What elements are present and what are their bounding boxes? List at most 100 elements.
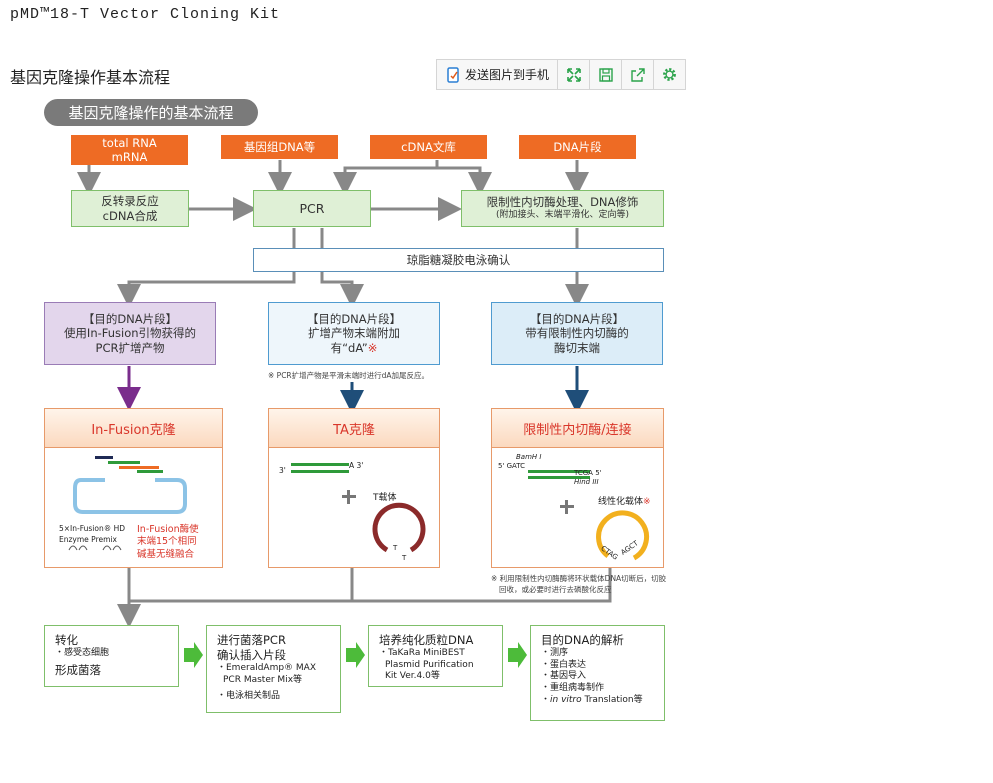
t-vector-label: T载体 (373, 493, 397, 503)
restriction-footnote-1: ※ 利用限制性内切酶酶将环状载体DNA切断后，切胶 (491, 574, 667, 583)
step4-item-3: ・基因导入 (541, 671, 587, 682)
step4-item-4: ・重组病毒制作 (541, 683, 605, 693)
restriction-footnote: ※ 利用限制性内切酶酶将环状载体DNA切断后，切胶 回收，或必要时进行去磷酸化反… (491, 573, 666, 595)
linear-vector-text: 线性化载体 (598, 497, 644, 507)
infusion-illustration (68, 456, 187, 551)
ta-title: TA克隆 (269, 409, 439, 448)
frag-b-line1: 【目的DNA片段】 (306, 311, 402, 326)
frag-a-line2: 使用In-Fusion引物获得的 (63, 326, 197, 341)
step-dna-analysis: 目的DNA的解析 ・测序 ・蛋白表达 ・基因导入 ・重组病毒制作 ・in vit… (530, 625, 665, 721)
share-button[interactable] (622, 60, 655, 89)
restriction-footnote-2: 回收，或必要时进行去磷酸化反应 (499, 585, 612, 594)
infusion-note-3: 碱基无缝融合 (137, 548, 195, 560)
fragment-ta-box: 【目的DNA片段】 扩增产物末端附加 有“dA”※ (268, 302, 440, 365)
source-genomic-dna: 基因组DNA等 (221, 135, 338, 159)
save-icon (598, 67, 613, 82)
gel-electrophoresis-box: 琼脂糖凝胶电泳确认 (253, 248, 664, 272)
step3-item3: Kit Ver.4.0等 (385, 671, 440, 682)
source-rna-line2: mRNA (111, 150, 148, 164)
restriction-ligation-panel: 限制性内切酶/连接 BamH I 5' GATC TCGA 5' Hind II… (491, 408, 664, 568)
ta-3prime: 3' (279, 466, 286, 475)
document-title: pMD™18-T Vector Cloning Kit (10, 6, 281, 23)
ta-cloning-panel: TA克隆 3' A 3' T载体 T T (268, 408, 440, 568)
restriction-illustration (528, 470, 649, 561)
bamhi-label: BamH I (516, 453, 542, 461)
tcga-label: TCGA 5' (574, 469, 602, 477)
step4-vitro-em: in vitro (550, 694, 582, 705)
ta-a3: A 3' (349, 461, 364, 470)
step2-item1-2: PCR Master Mix等 (223, 674, 303, 685)
gear-icon (663, 68, 676, 81)
settings-button[interactable] (654, 60, 685, 89)
reverse-transcription-box: 反转录反应 cDNA合成 (71, 190, 189, 227)
section-title: 基因克隆操作基本流程 (10, 68, 171, 87)
send-to-phone-label: 发送图片到手机 (465, 68, 550, 82)
frag-a-line3: PCR扩增产物 (95, 340, 165, 355)
pcr-box: PCR (253, 190, 371, 227)
step2-item1-1: ・EmeraldAmp® MAX (217, 662, 317, 673)
expand-icon (566, 67, 581, 82)
step1-title: 转化 (55, 633, 78, 647)
rt-line2: cDNA合成 (102, 208, 158, 223)
frag-b-line3: 有“dA” (330, 340, 368, 355)
share-icon (630, 67, 645, 82)
diagram-connectors (77, 160, 612, 668)
step4-vitro-dot: ・ (541, 694, 551, 705)
save-button[interactable] (590, 60, 623, 89)
frag-c-line2: 带有限制性内切酶的 (525, 326, 629, 341)
source-cdna-library: cDNA文库 (370, 135, 487, 159)
rt-line1: 反转录反应 (101, 194, 159, 209)
ta-footnote: ※ PCR扩增产物是平滑末端时进行dA加尾反应。 (268, 371, 430, 380)
premix-line2: Enzyme Premix (59, 534, 117, 544)
step-colony-pcr: 进行菌落PCR 确认插入片段 ・EmeraldAmp® MAX PCR Mast… (206, 625, 341, 713)
step2-item2: ・电泳相关制品 (217, 691, 281, 702)
step4-item-5: ・in vitro Translation等 (541, 695, 654, 707)
phone-icon (447, 66, 459, 83)
step3-item2: Plasmid Purification (385, 659, 474, 670)
step3-item1: ・TaKaRa MiniBEST (379, 647, 465, 658)
step3-title: 培养纯化质粒DNA (379, 633, 474, 647)
image-toolbar: 发送图片到手机 (436, 59, 687, 90)
t-end-1: T (393, 544, 398, 552)
step2-title2: 确认插入片段 (217, 647, 286, 662)
premix-label: 5×In-Fusion® HD Enzyme Premix (59, 524, 125, 545)
step-transformation: 转化 ・感受态细胞 形成菌落 (44, 625, 179, 687)
gatc-label: 5' GATC (498, 462, 526, 470)
step2-title1: 进行菌落PCR (217, 633, 286, 647)
diagram-title-pill: 基因克隆操作的基本流程 (44, 99, 258, 126)
ta-illustration (291, 463, 426, 553)
hindiii-label: Hind III (574, 478, 599, 486)
t-end-2: T (402, 554, 407, 562)
fragment-infusion-box: 【目的DNA片段】 使用In-Fusion引物获得的 PCR扩增产物 (44, 302, 216, 365)
source-dna-fragment: DNA片段 (519, 135, 636, 159)
restriction-line1: 限制性内切酶处理、DNA修饰 (486, 195, 639, 210)
infusion-cloning-panel: In-Fusion克隆 5×In-Fusion® HD Enzyme Premi… (44, 408, 223, 568)
frag-c-line1: 【目的DNA片段】 (529, 311, 625, 326)
step1-title2: 形成菌落 (55, 662, 101, 677)
cloning-flow-diagram (40, 96, 680, 728)
step-plasmid-purification: 培养纯化质粒DNA ・TaKaRa MiniBEST Plasmid Purif… (368, 625, 503, 687)
restriction-title: 限制性内切酶/连接 (492, 409, 663, 448)
frag-a-line1: 【目的DNA片段】 (82, 311, 178, 326)
frag-b-line2: 扩增产物末端附加 (308, 326, 400, 341)
infusion-title: In-Fusion克隆 (45, 409, 222, 448)
frag-c-line3: 酶切末端 (554, 340, 600, 355)
step4-item-1: ・测序 (541, 647, 569, 658)
send-to-phone-button[interactable]: 发送图片到手机 (437, 60, 559, 89)
infusion-note-2: 末端15个相同 (137, 536, 197, 548)
step4-vitro-rest: Translation等 (584, 694, 643, 705)
source-rna-line1: total RNA (102, 135, 157, 150)
restriction-line2: (附加接头、末端平滑化、定向等) (495, 209, 630, 220)
step1-sub: ・感受态细胞 (55, 647, 110, 658)
premix-line1: 5×In-Fusion® HD (59, 524, 126, 533)
frag-b-line3-wrap: 有“dA”※ (331, 341, 378, 355)
linear-vector-mark: ※ (643, 497, 651, 507)
step4-title: 目的DNA的解析 (541, 633, 624, 647)
restriction-treatment-box: 限制性内切酶处理、DNA修饰 (附加接头、末端平滑化、定向等) (461, 190, 664, 227)
fullscreen-button[interactable] (558, 60, 591, 89)
linear-vector-label: 线性化载体※ (598, 494, 651, 507)
fragment-restriction-box: 【目的DNA片段】 带有限制性内切酶的 酶切末端 (491, 302, 663, 365)
frag-b-mark: ※ (367, 340, 378, 355)
step4-item-2: ・蛋白表达 (541, 659, 587, 670)
infusion-note-1: In-Fusion酶使 (137, 524, 199, 535)
